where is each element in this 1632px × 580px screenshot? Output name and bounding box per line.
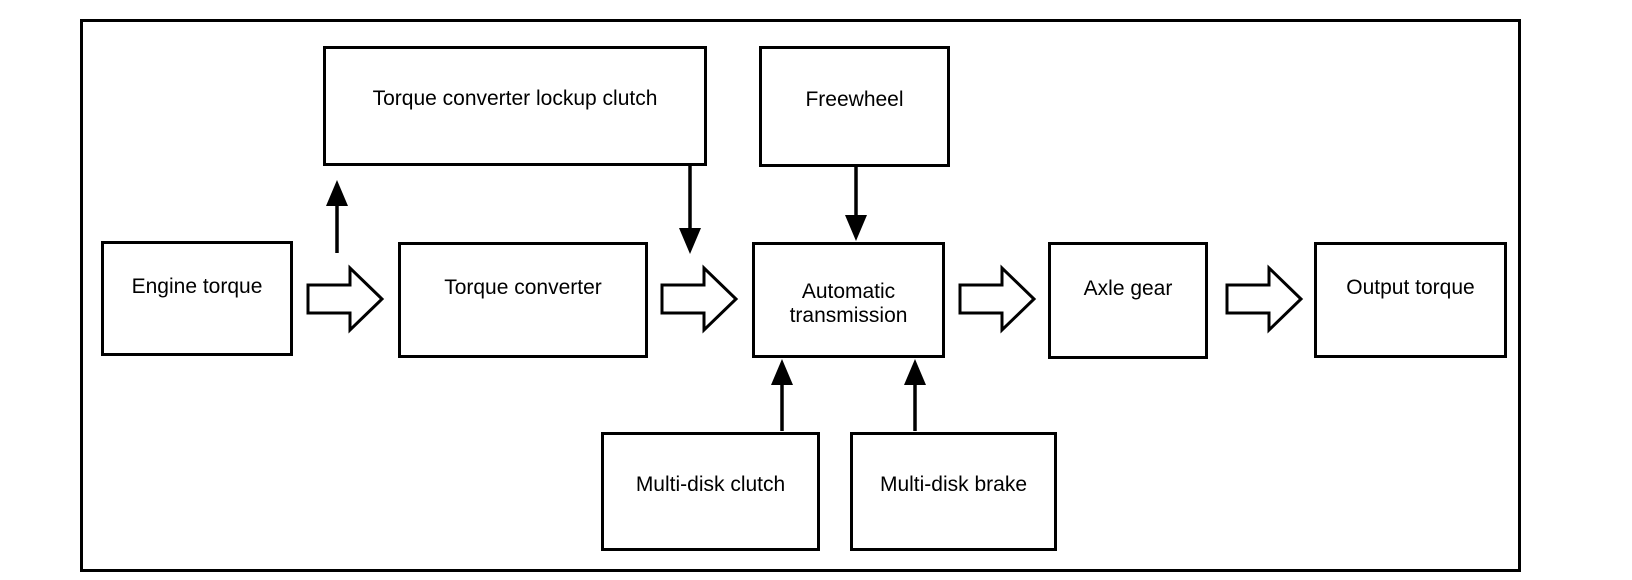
- node-label: Freewheel: [805, 87, 904, 111]
- node-label: Torque converter: [444, 276, 602, 299]
- arrow-up-from-multi-disk-clutch-icon: [771, 359, 793, 431]
- node-output-torque: Output torque: [1314, 242, 1507, 358]
- arrow-down-from-freewheel-icon: [845, 167, 867, 241]
- arrow-up-from-multi-disk-brake-icon: [904, 359, 926, 431]
- node-torque-converter-lockup-clutch: Torque converter lockup clutch: [323, 46, 707, 166]
- arrow-down-from-lockup-clutch-icon: [679, 166, 701, 254]
- block-arrow-transmission-to-axle-icon: [958, 264, 1037, 334]
- node-label: Automatic transmission: [789, 280, 908, 327]
- block-arrow-converter-to-transmission-icon: [660, 264, 739, 334]
- node-multi-disk-brake: Multi-disk brake: [850, 432, 1057, 551]
- block-arrow-engine-to-converter-icon: [306, 264, 385, 334]
- node-automatic-transmission: Automatic transmission: [752, 242, 945, 358]
- node-label: Torque converter lockup clutch: [372, 87, 658, 110]
- node-freewheel: Freewheel: [759, 46, 950, 167]
- node-label: Axle gear: [1083, 276, 1173, 300]
- node-engine-torque: Engine torque: [101, 241, 293, 356]
- node-multi-disk-clutch: Multi-disk clutch: [601, 432, 820, 551]
- node-label: Multi-disk brake: [879, 472, 1028, 496]
- arrow-up-to-lockup-clutch-icon: [326, 180, 348, 253]
- node-label: Output torque: [1346, 276, 1475, 299]
- block-arrow-axle-to-output-icon: [1225, 264, 1304, 334]
- node-label: Multi-disk clutch: [635, 472, 786, 496]
- diagram-border: [80, 19, 1521, 572]
- node-axle-gear: Axle gear: [1048, 242, 1208, 359]
- node-label: Engine torque: [131, 274, 263, 298]
- node-torque-converter: Torque converter: [398, 242, 648, 358]
